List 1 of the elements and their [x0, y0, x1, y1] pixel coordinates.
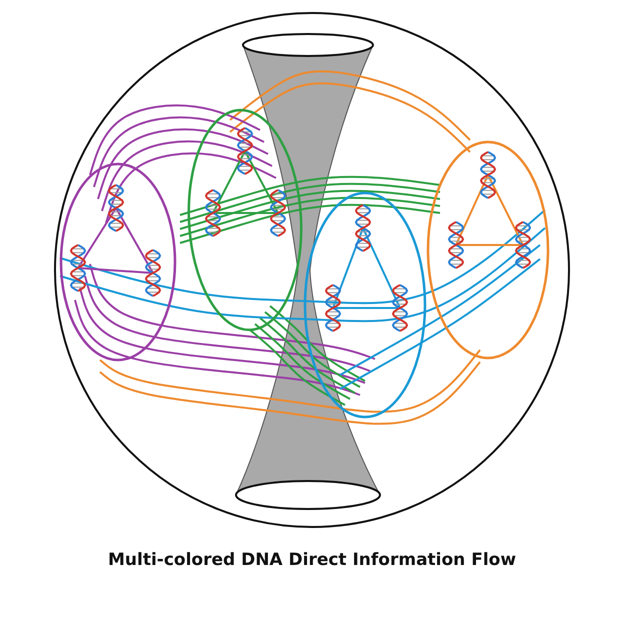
caption: Multi-colored DNA Direct Information Flow — [108, 550, 516, 570]
